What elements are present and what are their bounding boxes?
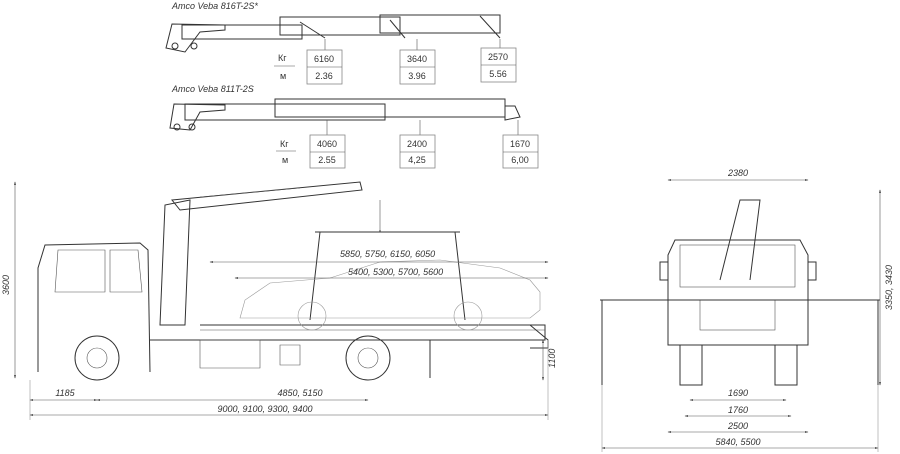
crane-816-unit-kg: Кг [278,53,287,63]
crane-816-load-2: 3640 3.96 [399,49,436,85]
crane-811-unit-m: м [282,155,288,165]
load-kg: 2570 [488,52,508,62]
crane-column [159,199,191,326]
dim-platform-inner: 5400, 5300, 5700, 5600 [348,267,443,277]
front-cab [667,239,809,346]
dim-front-overhang: 1185 [55,388,75,398]
load-kg: 6160 [314,54,334,64]
truck-front-view [600,199,880,386]
dim-platform-height: 1100 [547,349,557,368]
load-m: 5.56 [489,69,507,79]
front-wheel [74,335,120,381]
dim-platform-length: 5850, 5750, 6150, 6050 [340,249,435,259]
side-dimensions: 5850, 5750, 6150, 6050 5400, 5300, 5700,… [1,181,557,420]
load-kg: 3640 [407,54,427,64]
left-wheel [679,344,703,386]
crane-811-load-2: 2400 4,25 [399,134,436,169]
load-m: 2.55 [318,155,336,165]
cab [37,242,151,373]
crane-811-title: Amco Veba 811T-2S [171,84,254,94]
dim-track-2: 1760 [728,405,748,415]
car-outline [239,259,541,319]
dim-height: 3600 [1,275,11,295]
dim-track-1: 1690 [728,388,748,398]
crane-816-title: Amco Veba 816T-2S* [171,1,258,11]
crane-816-diagram: Amco Veba 816T-2S* Кг м 6160 2.36 3640 3… [165,1,517,85]
rear-wheel [345,335,391,381]
load-kg: 1670 [510,139,530,149]
load-m: 6,00 [511,155,529,165]
crane-816-load-3: 2570 5.56 [480,47,517,83]
dim-width-2: 2500 [727,421,748,431]
crane-816-load-1: 6160 2.36 [306,49,343,85]
load-m: 4,25 [408,155,426,165]
dim-wheelbase: 4850, 5150 [277,388,322,398]
crane-811-load-3: 1670 6,00 [502,134,539,169]
lifting-frame [309,230,466,321]
front-crane [719,199,761,281]
crane-816-unit-m: м [280,71,286,81]
load-kg: 2400 [407,139,427,149]
truck-side-view [37,181,549,381]
dim-front-height: 3350, 3430 [884,265,894,310]
crane-811-load-1: 4060 2.55 [309,134,346,169]
load-kg: 4060 [317,139,337,149]
crane-816-base [165,23,226,53]
load-m: 3.96 [408,71,426,81]
crane-811-diagram: Amco Veba 811T-2S Кг м 4060 2.55 2400 4,… [169,84,539,169]
platform [150,324,546,341]
crane-boom [171,181,363,211]
load-m: 2.36 [315,71,333,81]
crane-811-unit-kg: Кг [280,139,289,149]
dim-width: 2380 [727,168,748,178]
right-wheel [774,344,798,386]
front-dimensions: 2380 3350, 3430 1690 1760 2500 5840, 550… [601,168,894,452]
dim-outrigger-span: 5840, 5500 [715,437,760,447]
grille [699,299,776,331]
dim-total-length: 9000, 9100, 9300, 9400 [217,404,312,414]
